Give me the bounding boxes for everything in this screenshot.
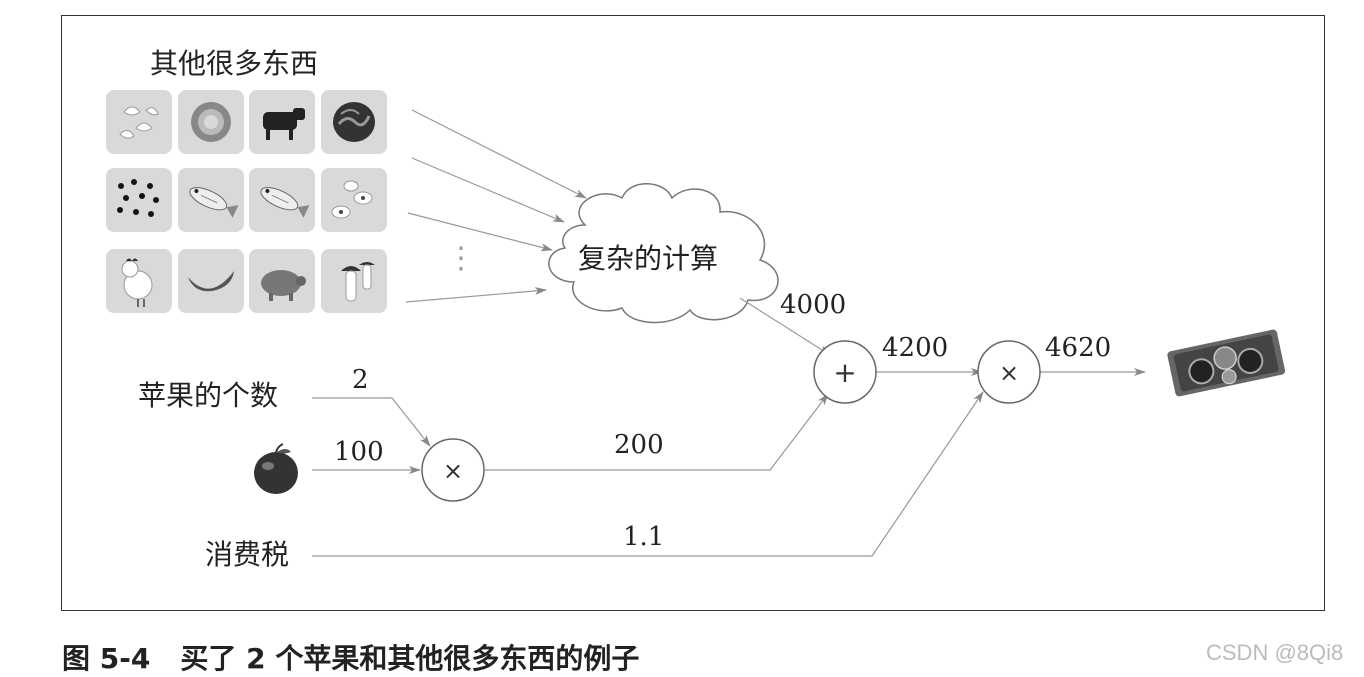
add-operator: + xyxy=(833,356,856,389)
tax-mul-operator: × xyxy=(999,359,1019,387)
other-things-label: 其他很多东西 xyxy=(150,47,319,80)
item-edge xyxy=(407,212,553,252)
apple-mul-operator: × xyxy=(443,457,463,485)
tax-mul-node xyxy=(977,340,1041,404)
money-tray-icon xyxy=(1167,329,1286,397)
item-edge xyxy=(405,286,547,303)
complex-calc-label: 复杂的计算 xyxy=(578,242,719,275)
figure-caption: 图 5-4 买了 2 个苹果和其他很多东西的例子 xyxy=(62,637,639,677)
item-edge xyxy=(411,109,587,199)
diagram-frame xyxy=(61,15,1325,611)
banana-icon xyxy=(178,249,244,313)
add-node xyxy=(813,340,877,404)
tax-edge xyxy=(312,391,984,557)
add-output-value: 4200 xyxy=(882,333,949,363)
figure-caption-text: 买了 2 个苹果和其他很多东西的例子 xyxy=(180,642,640,675)
ellipsis-label: ⋮ xyxy=(446,241,476,276)
apple-total-edge xyxy=(485,393,829,471)
apple-total-value: 200 xyxy=(614,430,664,460)
figure-number: 图 5-4 xyxy=(62,642,151,675)
apple-count-edge xyxy=(312,397,431,447)
apple-mul-node xyxy=(421,438,485,502)
apple-count-label: 苹果的个数 xyxy=(138,379,279,412)
cloud-output-value: 4000 xyxy=(780,290,847,320)
tax-label: 消费税 xyxy=(205,538,290,571)
beans-icon xyxy=(106,168,172,232)
apple-count-value: 2 xyxy=(352,365,369,395)
pig-icon xyxy=(249,249,315,313)
cow-icon xyxy=(249,90,315,154)
donut-icon xyxy=(178,90,244,154)
fish-icon xyxy=(249,168,315,232)
item-edge xyxy=(411,157,565,223)
cashew-icon xyxy=(106,90,172,154)
watermark: CSDN @8Qi8 xyxy=(1206,640,1344,665)
cloud-to-add-edge xyxy=(739,297,831,356)
fish-icon xyxy=(178,168,244,232)
chicken-icon xyxy=(106,249,172,313)
complex-calc-cloud xyxy=(548,183,779,324)
mushroom-icon xyxy=(321,249,387,313)
mul-output-value: 4620 xyxy=(1045,333,1112,363)
walnut-icon xyxy=(321,90,387,154)
apple-price-value: 100 xyxy=(334,437,384,467)
peanuts-icon xyxy=(321,168,387,232)
tax-rate-value: 1.1 xyxy=(623,522,665,552)
apple-icon xyxy=(254,443,298,494)
